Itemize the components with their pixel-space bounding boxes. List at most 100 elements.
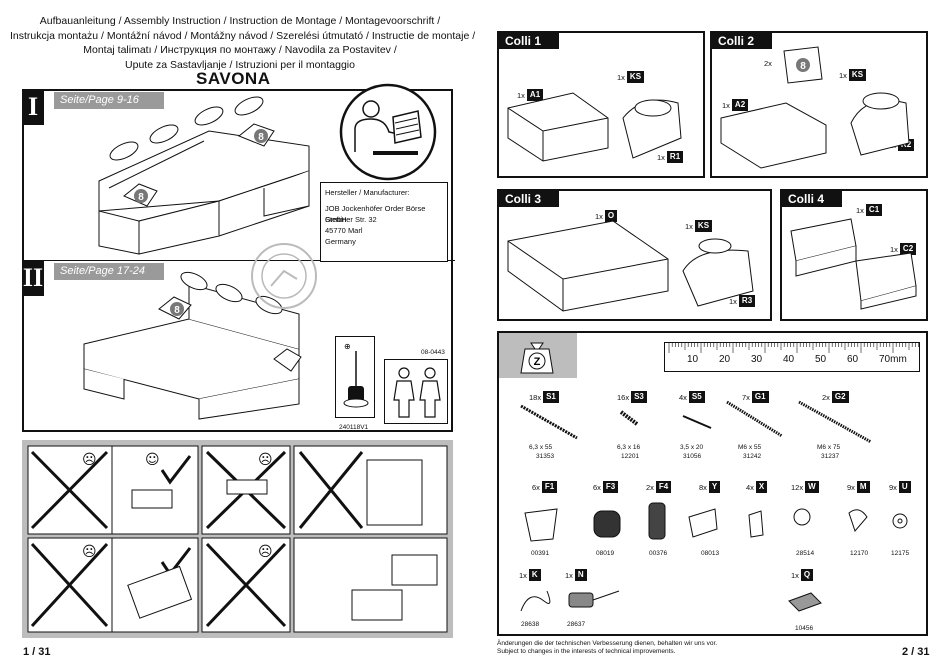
page-number-left: 1 / 31 [23,646,51,658]
ruler-label: 70mm [879,354,907,365]
page-number-right: 2 / 31 [902,646,930,658]
manufacturer-street: Stettiner Str. 32 [325,215,377,224]
title-line: Aufbauanleitung / Assembly Instruction /… [39,15,441,27]
svg-text:⊕: ⊕ [344,342,351,351]
section-number-2: II [22,260,44,296]
cushion-badge: 8 [138,192,144,203]
extra-article-number: 10456 [795,625,814,632]
section-number-1: I [22,89,44,125]
part-article-number: 12170 [850,550,869,557]
cushion-badge: 8 [174,305,180,316]
colli-2-tag-cushion: 2x [764,59,772,68]
footnote-line: Änderungen die der technischen Verbesser… [497,640,718,647]
measuring-ruler: 10 20 30 40 50 60 70mm [664,342,920,372]
part-article-number: 08013 [701,550,720,557]
tool-box: ⊕ [335,336,375,418]
svg-text:☹: ☹ [258,544,273,560]
read-manual-icon [339,83,437,181]
section-divider [24,260,455,261]
handling-warnings-grid: ☹ ☺ ☹ ☹ ☹ [27,445,448,633]
screw-size: M6 x 55 [738,444,762,451]
screw-article-number: 31353 [536,453,555,460]
screw-article-number: 31242 [743,453,762,460]
svg-text:☹: ☹ [258,452,273,468]
sofa-illustration-left-chaise: 8 [83,271,302,420]
section-page-ref-1: Seite/Page 9-16 [54,92,164,109]
title-line: Instrukcja montażu / Montážní návod / Mo… [10,29,476,42]
easy-going-stamp [251,243,317,309]
colli-2-title: Colli 2 [712,33,773,49]
part-article-number: 28514 [796,550,815,557]
sofa-illustration-right-chaise: 8 8 [98,96,310,255]
manufacturer-box: Hersteller / Manufacturer: JOB Jockenhöf… [320,182,448,262]
manufacturer-name: JOB Jockenhöfer Order Börse GmbH [325,204,426,224]
cable-and-switch-illustration [520,590,822,612]
colli-4-title: Colli 4 [782,191,843,207]
ruler-label: 60 [847,354,859,365]
fittings-illustration [524,502,908,542]
part-article-number: 12175 [891,550,910,557]
screw-size: 3,5 x 20 [680,444,704,451]
two-person-icon [393,367,441,418]
ruler-label: 30 [751,354,763,365]
colli-3-title: Colli 3 [499,191,560,207]
part-article-number: 00391 [531,550,550,557]
screw-article-number: 31237 [821,453,840,460]
screws-illustration [520,400,872,444]
overview-panel: I Seite/Page 9-16 II Seite/Page 17-24 8 … [22,83,455,432]
screw-size: M6 x 75 [817,444,841,451]
footnote-line: Subject to changes in the interests of t… [497,648,676,655]
title-line: Upute za Sastavljanje / Istruzioni per i… [125,58,355,71]
svg-text:☹: ☹ [82,544,97,560]
svg-text:☹: ☹ [82,452,97,468]
product-name: SAVONA [196,69,271,88]
manufacturer-country: Germany [325,237,356,246]
manufacturer-label: Hersteller / Manufacturer: [325,188,410,197]
extra-article-number: 28638 [521,621,540,628]
part-article-number: 08019 [596,550,615,557]
instruction-title-lines: Aufbauanleitung / Assembly Instruction /… [10,14,476,72]
tool-code: 08-0443 [421,349,445,356]
part-article-number: 00376 [649,550,668,557]
title-line: Montaj talimatı / Инструкция по монтажу … [83,44,397,56]
ruler-label: 50 [815,354,827,365]
ruler-label: 10 [687,354,699,365]
screw-article-number: 12201 [621,453,640,460]
colli-3-parts-illustration [507,220,754,312]
screw-size: 6,3 x 16 [617,444,641,451]
ruler-label: 20 [719,354,731,365]
screw-size: 6,3 x 55 [529,444,553,451]
manufacturer-city: 45770 Marl [325,226,363,235]
svg-text:☺: ☺ [145,452,160,468]
section-page-ref-2: Seite/Page 17-24 [54,263,164,280]
bag-letter: Z [534,356,541,368]
cushion-badge: 8 [258,132,264,143]
screw-article-number: 31056 [683,453,702,460]
ruler-label: 40 [783,354,795,365]
